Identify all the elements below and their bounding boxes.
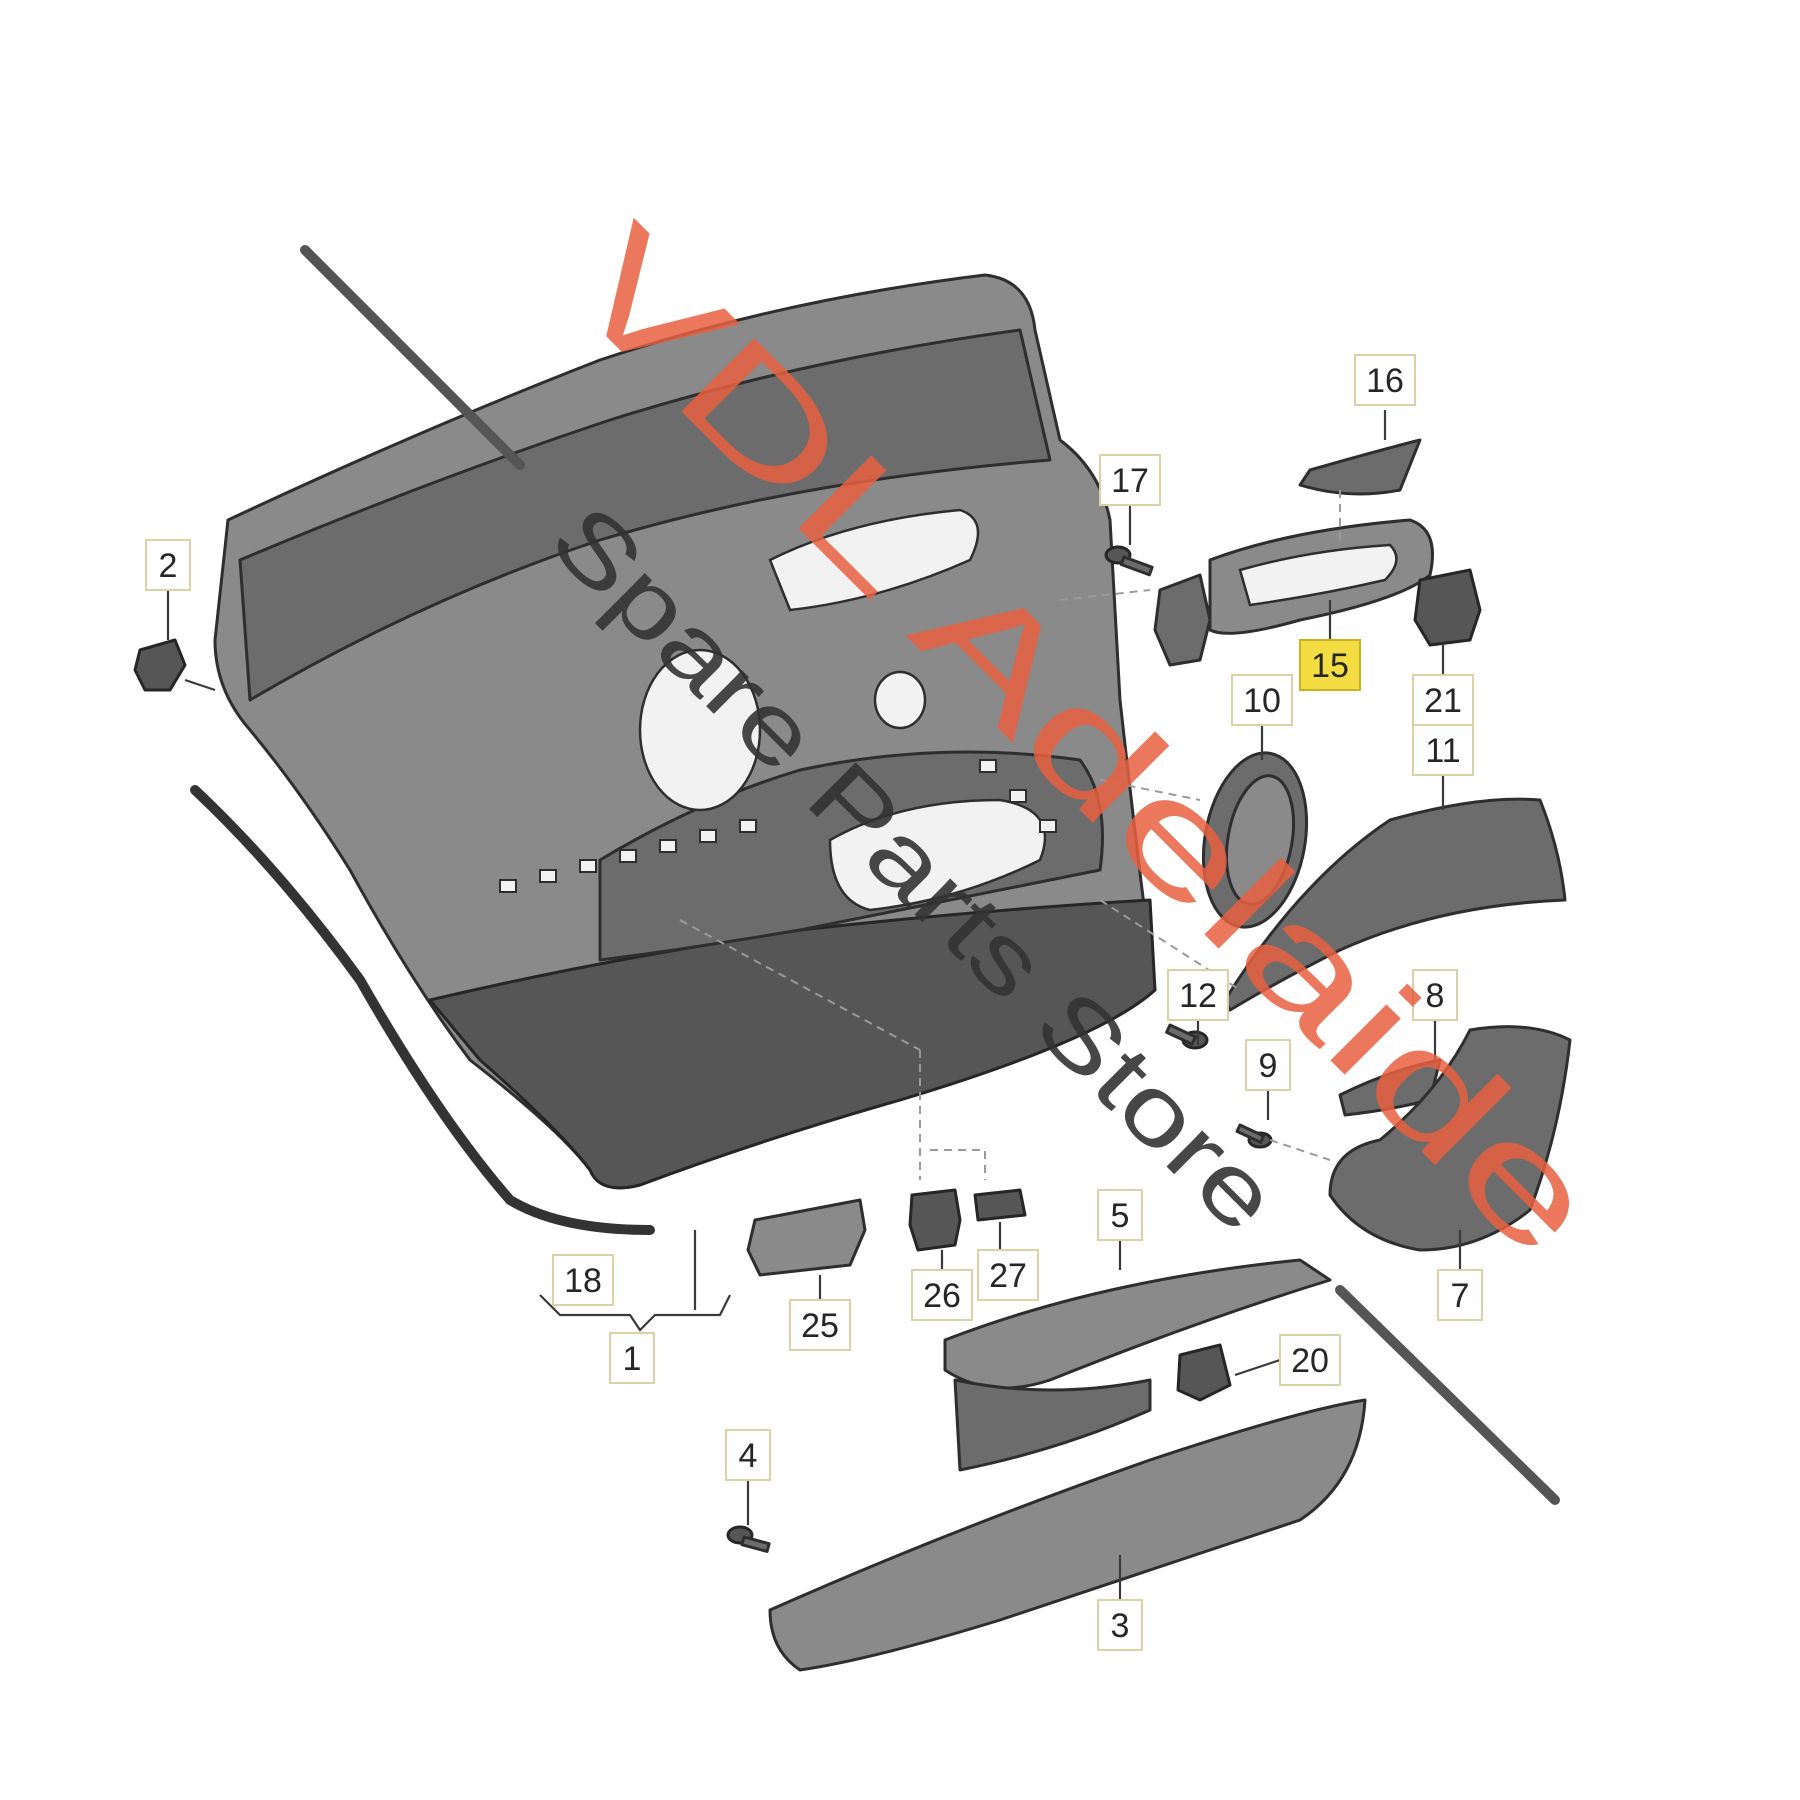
svg-text:20: 20 bbox=[1291, 1342, 1329, 1380]
svg-text:7: 7 bbox=[1451, 1277, 1470, 1315]
speaker-opening bbox=[638, 648, 762, 812]
callout-16: 16 bbox=[1354, 354, 1416, 406]
armrest-pad-part-3 bbox=[768, 1398, 1367, 1672]
callout-20: 20 bbox=[1279, 1334, 1341, 1386]
callout-21: 21 bbox=[1412, 674, 1474, 726]
svg-text:1: 1 bbox=[623, 1340, 642, 1378]
screw-part-4 bbox=[726, 1525, 771, 1553]
svg-text:3: 3 bbox=[1111, 1607, 1130, 1645]
callout-26: 26 bbox=[911, 1269, 973, 1321]
speaker-part-10 bbox=[1201, 751, 1309, 929]
armrest-insert-part-5 bbox=[943, 1258, 1332, 1472]
connector-part-26 bbox=[908, 1188, 962, 1252]
svg-text:5: 5 bbox=[1111, 1197, 1130, 1235]
svg-text:4: 4 bbox=[739, 1437, 758, 1475]
callout-3: 3 bbox=[1097, 1599, 1143, 1651]
handle-cover-part-16 bbox=[1298, 438, 1422, 496]
svg-text:12: 12 bbox=[1179, 977, 1217, 1015]
svg-text:10: 10 bbox=[1243, 682, 1281, 720]
callout-18: 18 bbox=[552, 1254, 614, 1306]
callout-12: 12 bbox=[1167, 969, 1229, 1021]
switch-part-21 bbox=[1413, 568, 1482, 647]
seal-strip bbox=[190, 785, 655, 1235]
clip-part-2 bbox=[133, 638, 187, 692]
callouts: 1 2 3 4 5 7 8 9 10 11 12 15 16 17 18 20 … bbox=[145, 354, 1483, 1651]
svg-text:16: 16 bbox=[1366, 362, 1404, 400]
light-part-25 bbox=[746, 1198, 867, 1277]
callout-4: 4 bbox=[725, 1429, 771, 1481]
svg-text:27: 27 bbox=[989, 1257, 1027, 1295]
door-trim-panel bbox=[213, 273, 1157, 1190]
svg-text:18: 18 bbox=[564, 1262, 602, 1300]
watermark-stroke-bottom bbox=[1335, 1285, 1560, 1505]
callout-25: 25 bbox=[789, 1299, 851, 1351]
callout-17: 17 bbox=[1099, 454, 1161, 506]
trim-insert-part-11 bbox=[1223, 797, 1567, 1012]
cover-part-8 bbox=[1338, 1058, 1442, 1117]
callout-8: 8 bbox=[1412, 969, 1458, 1021]
connector-part-27 bbox=[973, 1188, 1027, 1222]
svg-text:25: 25 bbox=[801, 1307, 839, 1345]
callout-11: 11 bbox=[1412, 724, 1474, 776]
callout-15: 15 bbox=[1299, 639, 1361, 691]
svg-text:9: 9 bbox=[1259, 1047, 1278, 1085]
svg-text:26: 26 bbox=[923, 1277, 961, 1315]
callout-27: 27 bbox=[977, 1249, 1039, 1301]
callout-2: 2 bbox=[145, 539, 191, 591]
callout-10: 10 bbox=[1231, 674, 1293, 726]
svg-text:15: 15 bbox=[1311, 647, 1349, 685]
svg-text:11: 11 bbox=[1425, 732, 1460, 770]
switch-part-20 bbox=[1176, 1343, 1232, 1402]
svg-text:17: 17 bbox=[1111, 462, 1149, 500]
inner-handle-part-15 bbox=[1153, 518, 1434, 667]
svg-text:2: 2 bbox=[159, 547, 178, 585]
callout-5: 5 bbox=[1097, 1189, 1143, 1241]
callout-9: 9 bbox=[1245, 1039, 1291, 1091]
screw-part-12 bbox=[1165, 1023, 1209, 1050]
screw-part-17 bbox=[1104, 545, 1154, 577]
callout-1: 1 bbox=[609, 1332, 655, 1384]
callout-7: 7 bbox=[1437, 1269, 1483, 1321]
watermark-stroke-top bbox=[300, 245, 525, 470]
lower-trim-part-7 bbox=[1328, 1025, 1572, 1252]
svg-text:21: 21 bbox=[1424, 682, 1462, 720]
svg-text:8: 8 bbox=[1426, 977, 1445, 1015]
assembly-lines bbox=[679, 490, 1341, 1180]
